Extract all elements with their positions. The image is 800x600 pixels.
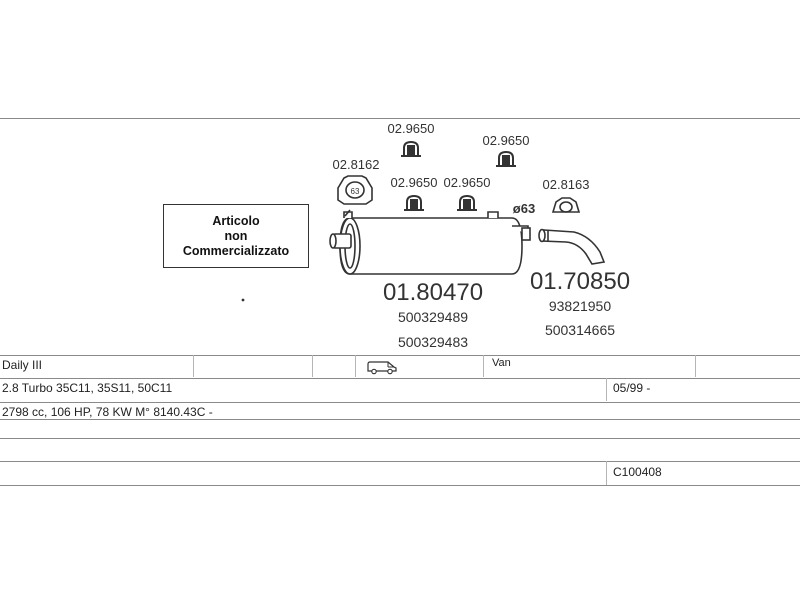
vehicle-engine-variants: 2.8 Turbo 35C11, 35S11, 50C11: [2, 381, 173, 395]
part-code-clamp-mid-left: 02.9650: [391, 175, 438, 190]
table-rule-1: [0, 355, 800, 356]
vehicle-date-range: 05/99 -: [613, 381, 651, 395]
part-code-clamp-mid-right: 02.9650: [444, 175, 491, 190]
table-rule-7: [0, 485, 800, 486]
clamp-mid-left-icon: [404, 194, 424, 211]
gasket-left-icon: [337, 175, 373, 205]
part-code-clamp-top-right: 02.9650: [483, 133, 530, 148]
part-code-silencer: 01.80470: [383, 279, 483, 306]
part-code-clamp-top-left: 02.9650: [388, 121, 435, 136]
van-icon: [367, 361, 397, 375]
table-col-sep-7: [606, 461, 607, 485]
gasket-right-icon: [551, 197, 581, 213]
not-available-notice: Articolo non Commercializzato: [163, 204, 309, 268]
stray-dot: [241, 298, 245, 302]
vehicle-model: Daily III: [2, 358, 43, 372]
silencer-icon: [329, 209, 531, 275]
part-code-tailpipe: 01.70850: [530, 268, 630, 295]
table-rule-6: [0, 461, 800, 462]
pipe-diameter-label: ø63: [513, 201, 535, 216]
oe-number-silencer-2: 500329483: [398, 334, 468, 350]
oe-number-tailpipe-2: 500314665: [545, 322, 615, 338]
catalog-code: C100408: [613, 465, 662, 479]
part-code-gasket-left: 02.8162: [333, 157, 380, 172]
vehicle-body-type: Van: [492, 357, 511, 369]
top-rule: [0, 118, 800, 119]
table-col-sep-1: [193, 355, 194, 377]
table-col-sep-6: [606, 378, 607, 401]
table-col-sep-5: [695, 355, 696, 377]
oe-number-silencer-1: 500329489: [398, 309, 468, 325]
table-col-sep-2: [312, 355, 313, 377]
table-col-sep-3: [355, 355, 356, 377]
table-rule-5: [0, 438, 800, 439]
clamp-mid-right-icon: [457, 194, 477, 211]
notice-line-1: Articolo: [212, 213, 260, 228]
table-rule-4: [0, 419, 800, 420]
tailpipe-icon: [538, 228, 606, 265]
notice-line-3: Commercializzato: [182, 243, 290, 258]
gasket-left-size: 63: [351, 187, 360, 196]
notice-line-2: non: [224, 228, 248, 243]
clamp-top-left-icon: [401, 140, 421, 157]
part-code-gasket-right: 02.8163: [543, 177, 590, 192]
clamp-top-right-icon: [496, 150, 516, 167]
vehicle-engine-spec: 2798 cc, 106 HP, 78 KW M° 8140.43C -: [2, 405, 213, 419]
table-rule-2: [0, 378, 800, 379]
table-col-sep-4: [483, 355, 484, 377]
table-rule-3: [0, 402, 800, 403]
oe-number-tailpipe-1: 93821950: [549, 298, 612, 314]
